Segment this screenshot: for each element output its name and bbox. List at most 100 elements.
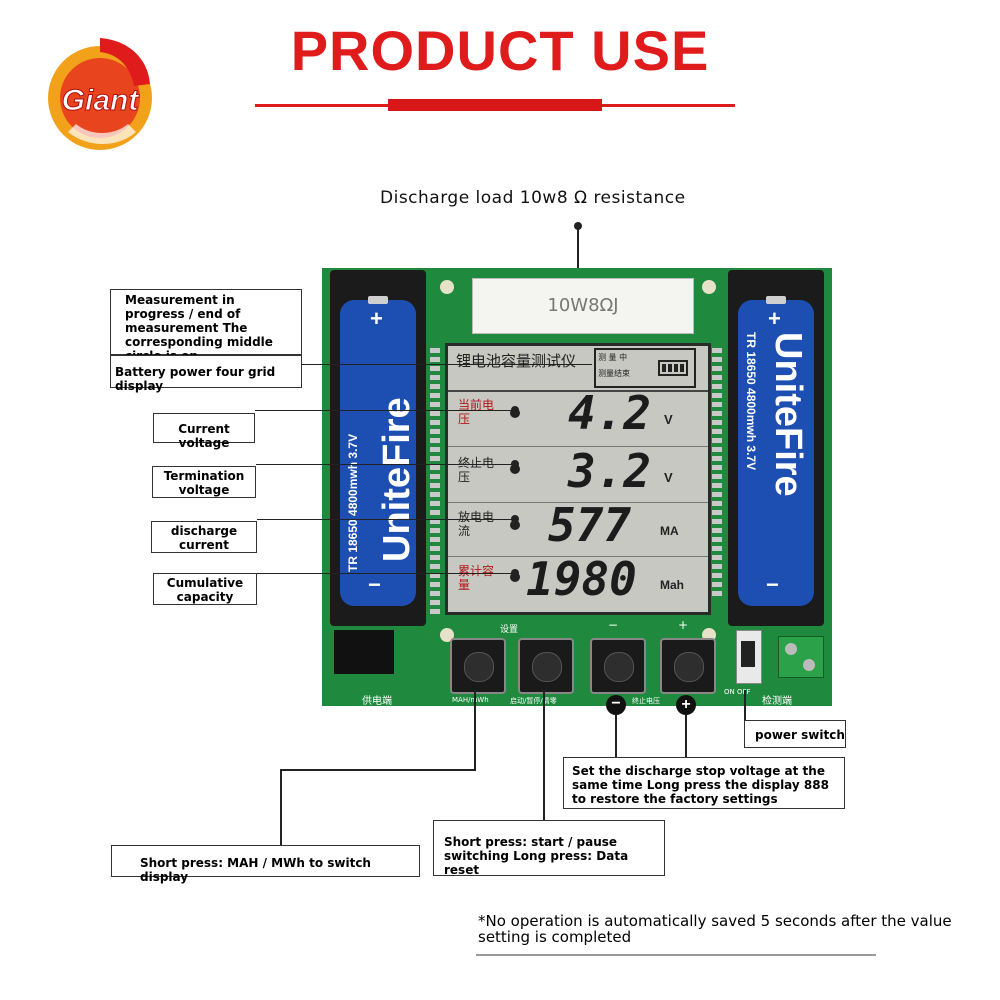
page-title: PRODUCT USE (290, 19, 710, 82)
silk-label-onoff: ON OFF (724, 688, 751, 696)
lcd-row-label-termination-voltage: 终止电压 (458, 456, 495, 484)
silk-label-start: 启动/暂停/清零 (510, 697, 557, 705)
callout-mah-switch: Short press: MAH / MWh to switch display (111, 845, 420, 884)
lcd-header: 锂电池容量测试仪 (456, 352, 577, 370)
title-divider-accent (388, 99, 602, 111)
callout-line (257, 519, 515, 520)
battery-terminal (368, 296, 388, 304)
lcd-value-termination-voltage: 3.2 (568, 444, 652, 498)
button-cap[interactable] (464, 652, 494, 682)
battery-holder-right: + UniteFire TR 18650 4800mwh 3.7V − (728, 270, 824, 626)
mah-mwh-button[interactable] (450, 638, 506, 694)
power-switch[interactable] (736, 630, 762, 684)
plus-button[interactable] (660, 638, 716, 694)
callout-line (474, 690, 476, 770)
plus-marker: + (676, 695, 696, 715)
battery-grid-cell (680, 364, 684, 372)
terminal-screw (785, 643, 797, 655)
mount-hole (440, 280, 454, 294)
callout-line (577, 228, 579, 290)
mount-hole (702, 280, 716, 294)
callout-line (280, 769, 282, 845)
battery-brand: UniteFire (767, 332, 809, 497)
callout-power-switch: power switch (744, 720, 846, 748)
callout-current-voltage: Current voltage (153, 413, 255, 450)
callout-line (685, 715, 687, 757)
callout-dot (511, 515, 519, 523)
silk-label-power-in: 供电端 (362, 696, 392, 707)
lcd-divider (448, 446, 708, 447)
battery-right: + UniteFire TR 18650 4800mwh 3.7V − (738, 296, 814, 606)
button-label-minus: − (608, 618, 619, 632)
minus-button[interactable] (590, 638, 646, 694)
lcd-divider (448, 390, 708, 392)
footnote-rule (476, 954, 876, 956)
callout-line (744, 690, 746, 720)
lcd-status-done: 测量结束 (598, 369, 630, 378)
callout-line (257, 573, 515, 574)
button-cap[interactable] (532, 652, 562, 682)
callout-line (280, 769, 476, 771)
dc-jack (334, 630, 394, 674)
callout-line (255, 410, 515, 411)
callout-discharge-current: discharge current (151, 521, 257, 553)
lcd-unit-cumulative-capacity: Mah (660, 578, 684, 592)
callout-line (543, 690, 545, 820)
callout-start-pause: Short press: start / pause switching Lon… (433, 820, 665, 877)
minus-marker: − (606, 695, 626, 715)
lcd-unit-termination-voltage: V (664, 470, 673, 485)
callout-dot (511, 460, 519, 468)
lcd-row-label-cumulative-capacity: 累计容量 (458, 564, 495, 592)
battery-grid-icon (658, 360, 688, 376)
lcd-row-label-discharge-current: 放电电流 (458, 510, 495, 538)
battery-grid-cell (668, 364, 672, 372)
lcd-value-discharge-current: 577 (548, 498, 632, 552)
lcd-row-dot (510, 520, 520, 530)
callout-measurement-status: Measurement in progress / end of measure… (110, 289, 302, 363)
lcd-divider (448, 502, 708, 503)
callout-dot (574, 222, 582, 230)
button-cap[interactable] (674, 652, 704, 682)
pin-header-right (712, 348, 722, 598)
load-resistor: 10W8ΩJ (472, 278, 694, 334)
start-pause-button[interactable] (518, 638, 574, 694)
silk-label-stop-voltage: 终止电压 (632, 697, 660, 705)
callout-termination-voltage: Termination voltage (152, 466, 256, 498)
battery-grid-cell (674, 364, 678, 372)
lcd-value-cumulative-capacity: 1980 (526, 552, 637, 606)
callout-dot (511, 406, 519, 414)
callout-set-discharge: Set the discharge stop voltage at the sa… (563, 757, 845, 809)
callout-battery-grid: Battery power four grid display (110, 355, 302, 393)
button-label-set: 设置 (500, 625, 519, 635)
lcd-row-dot (510, 572, 520, 582)
battery-plus-label: + (370, 306, 383, 331)
lcd-unit-discharge-current: MA (660, 524, 679, 538)
callout-cumulative-capacity: Cumulative capacity (153, 573, 257, 605)
battery-minus-label: − (766, 572, 779, 597)
lcd-row-label-current-voltage: 当前电压 (458, 398, 495, 426)
lcd-display: 锂电池容量测试仪 测 量 中 测量结束 当前电压 4.2 V 终止电压 3.2 … (445, 343, 711, 615)
switch-lever[interactable] (741, 641, 755, 667)
terminal-screw (803, 659, 815, 671)
battery-terminal (766, 296, 786, 304)
callout-line (615, 715, 617, 757)
button-cap[interactable] (604, 652, 634, 682)
silk-label-detect: 检测端 (762, 696, 792, 707)
battery-spec: TR 18650 4800mwh 3.7V (346, 433, 360, 572)
lcd-unit-current-voltage: V (664, 412, 673, 427)
callout-line (302, 364, 592, 365)
lcd-value-current-voltage: 4.2 (568, 386, 652, 440)
battery-grid-cell (662, 364, 666, 372)
lcd-divider (448, 556, 708, 557)
battery-brand: UniteFire (376, 397, 418, 562)
button-label-plus: + (678, 618, 689, 632)
silk-label-mah: MAH/mWh (452, 696, 489, 704)
footnote: *No operation is automatically saved 5 s… (478, 912, 952, 946)
battery-plus-label: + (768, 306, 781, 331)
callout-line (256, 464, 515, 465)
pin-header-left (430, 348, 440, 618)
lcd-status-panel: 测 量 中 测量结束 (594, 348, 696, 388)
discharge-load-label: Discharge load 10w8 Ω resistance (380, 188, 686, 208)
lcd-status-measuring: 测 量 中 (598, 353, 628, 362)
battery-minus-label: − (368, 572, 381, 597)
